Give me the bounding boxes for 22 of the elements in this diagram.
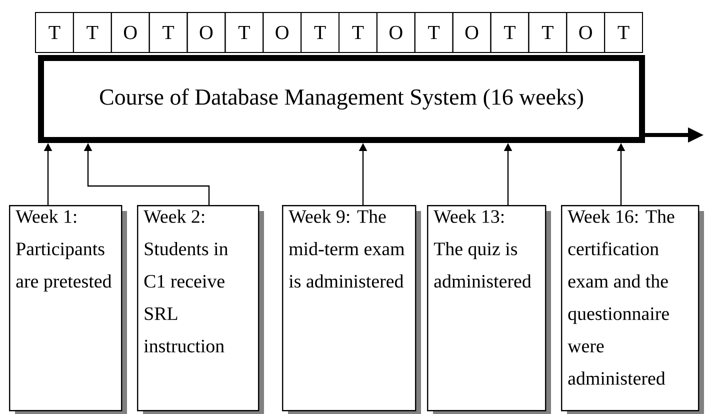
- note-box: Week 2: Students in C1 receive SRL instruction: [137, 205, 264, 414]
- letter-cell: T: [338, 12, 378, 53]
- letter-cell: O: [110, 12, 150, 53]
- letter-cell: T: [604, 12, 643, 53]
- letter-cell: O: [452, 12, 492, 53]
- letter-cell: T: [528, 12, 568, 53]
- note-box: Week 16: The certification exam and the questionnaire were administered: [561, 205, 704, 414]
- letter-cell: T: [224, 12, 264, 53]
- letter-cell: O: [376, 12, 416, 53]
- letter-cell: T: [300, 12, 340, 53]
- letter-cell: T: [490, 12, 530, 53]
- note-box: Week 9: The mid-term exam is administered: [282, 205, 421, 414]
- letter-cell: O: [186, 12, 226, 53]
- letter-cell: T: [414, 12, 454, 53]
- course-box: Course of Database Management System (16 weeks): [38, 55, 646, 143]
- letter-cell: T: [148, 12, 188, 53]
- letter-cell: O: [262, 12, 302, 53]
- letter-cell: O: [566, 12, 606, 53]
- note-box: Week 1: Participants are pretested: [9, 205, 127, 414]
- note-box: Week 13: The quiz is administered: [427, 205, 551, 414]
- letter-cell: T: [72, 12, 112, 53]
- letter-cell: T: [35, 12, 74, 53]
